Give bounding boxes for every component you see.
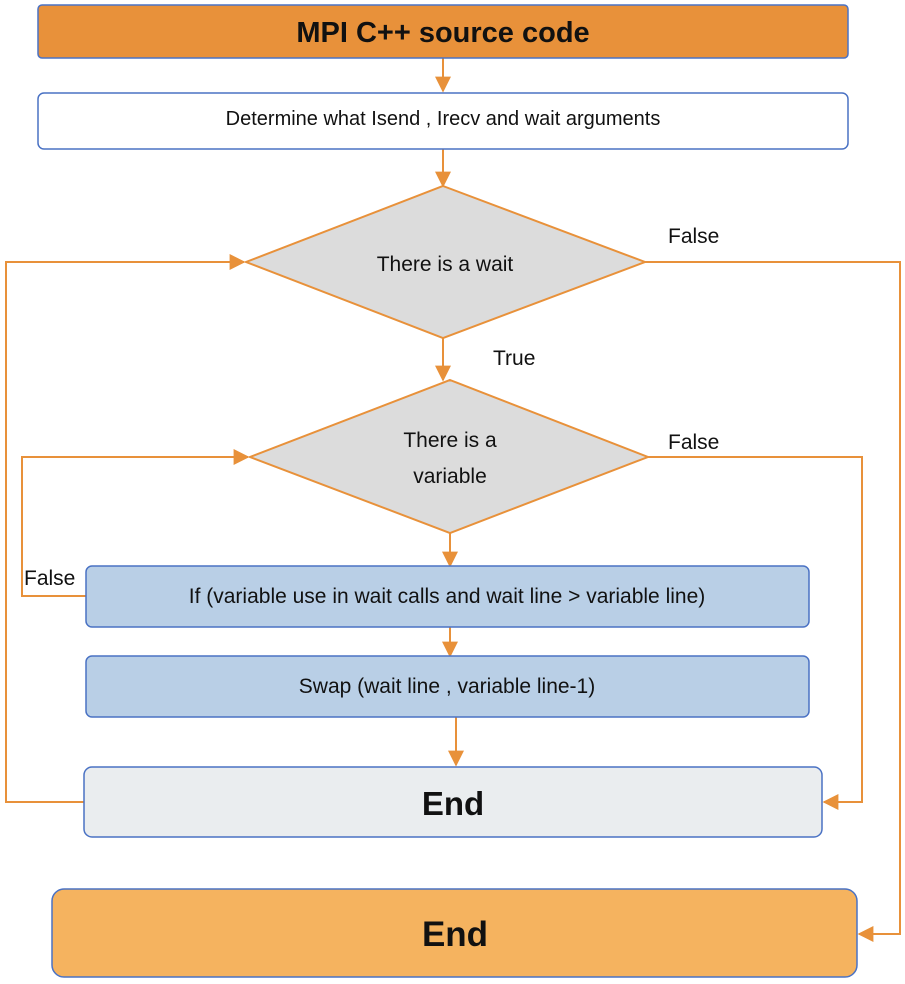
connectors bbox=[5, 58, 901, 942]
edge-label-wait-false: False bbox=[668, 225, 719, 248]
edge-wait-false-to-end-outer bbox=[645, 261, 901, 942]
end-outer-label: End bbox=[422, 915, 488, 954]
swap-box bbox=[85, 655, 810, 718]
decision-wait-label: There is a wait bbox=[377, 253, 514, 276]
end-outer-node: End bbox=[51, 888, 858, 978]
edge-variable-false-to-end-inner bbox=[648, 456, 863, 810]
edge-condition-false-loop bbox=[21, 449, 250, 597]
end-inner-box bbox=[83, 766, 823, 838]
swap-label: Swap (wait line , variable line-1) bbox=[299, 675, 595, 698]
condition-box bbox=[85, 565, 810, 628]
edge-end-inner-loop bbox=[5, 254, 246, 803]
determine-box bbox=[37, 92, 849, 150]
determine-label: Determine what Isend , Irecv and wait ar… bbox=[226, 108, 661, 130]
edge-label-condition-false: False bbox=[24, 567, 75, 590]
start-box bbox=[37, 4, 849, 59]
determine-node: Determine what Isend , Irecv and wait ar… bbox=[37, 92, 849, 150]
end-inner-label: End bbox=[422, 785, 484, 822]
end-inner-node: End bbox=[83, 766, 823, 838]
decision-variable-diamond bbox=[247, 378, 651, 535]
edge-label-wait-true: True bbox=[493, 347, 535, 370]
condition-node: If (variable use in wait calls and wait … bbox=[85, 565, 810, 628]
decision-wait-node: There is a wait bbox=[243, 184, 648, 340]
edge-labels: False True False False bbox=[24, 225, 719, 590]
edge-label-variable-false: False bbox=[668, 431, 719, 454]
start-label: MPI C++ source code bbox=[296, 17, 589, 49]
decision-variable-label-line2: variable bbox=[413, 465, 487, 488]
start-node: MPI C++ source code bbox=[37, 4, 849, 59]
decision-wait-diamond bbox=[243, 184, 648, 340]
decision-variable-label-line1: There is a bbox=[403, 429, 497, 452]
condition-label: If (variable use in wait calls and wait … bbox=[189, 585, 706, 608]
decision-variable-node: There is a variable bbox=[247, 378, 651, 535]
swap-node: Swap (wait line , variable line-1) bbox=[85, 655, 810, 718]
end-outer-box bbox=[51, 888, 858, 978]
